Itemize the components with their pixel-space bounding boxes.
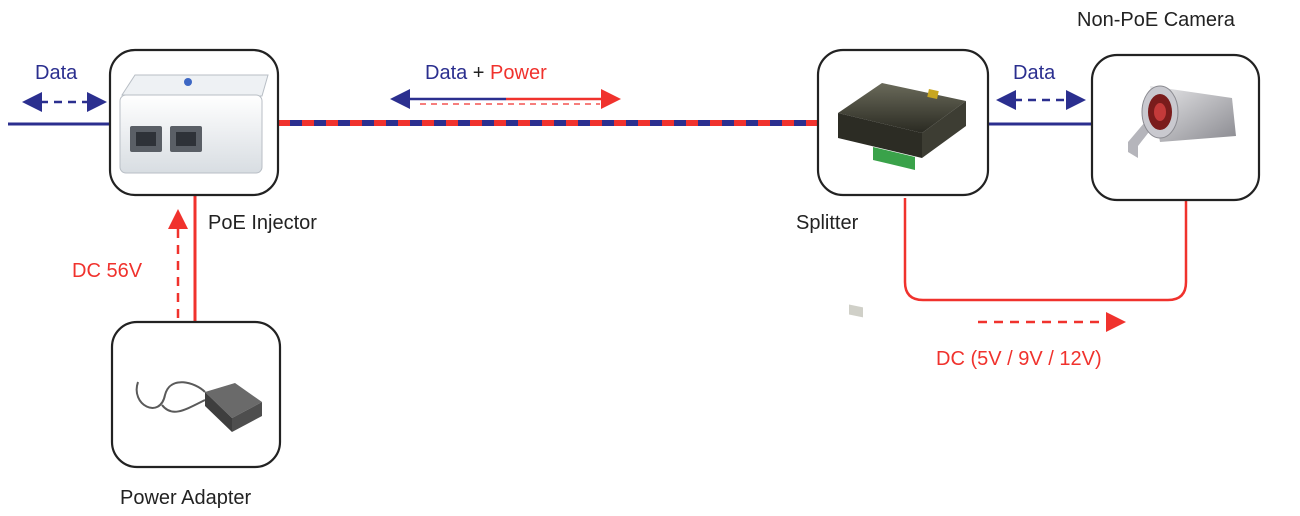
camera-device-icon [1128,85,1236,158]
splitter-device-icon [838,83,966,318]
splitter-box [816,48,990,318]
power-adapter-box [110,320,282,469]
adapter-label: Power Adapter [120,487,252,509]
power-label: Power [490,62,547,84]
camera-label: Non-PoE Camera [1077,9,1235,31]
dc-in-label: DC 56V [72,260,143,282]
adapter-device-icon [135,381,262,432]
data-label-right: Data [1013,62,1056,84]
injector-device-icon [119,74,269,174]
data-power-arrow [390,89,621,109]
data-power-label: Data + Power [425,61,547,85]
dc-out-label: DC (5V / 9V / 12V) [936,348,1102,370]
camera-box [1090,53,1261,202]
data-label-left: Data [35,62,78,84]
splitter-label: Splitter [796,212,859,234]
poe-injector-box [108,48,280,197]
injector-label: PoE Injector [208,212,317,234]
dc-output-line [903,198,1188,302]
plus-sign: + [467,62,491,84]
data-label-middle: Data [425,62,468,84]
